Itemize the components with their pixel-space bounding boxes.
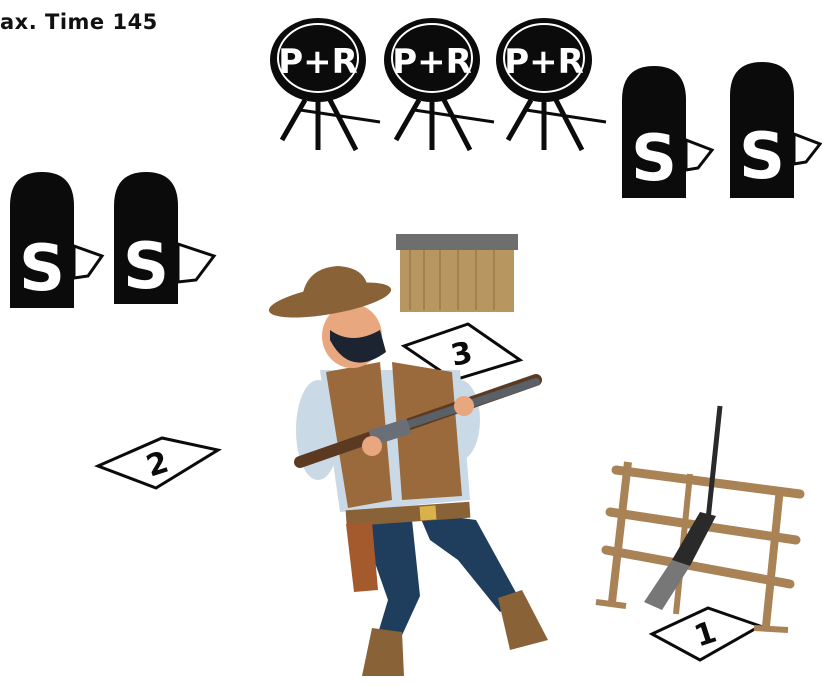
s-target-3-label: S bbox=[19, 232, 65, 306]
shooting-table bbox=[396, 234, 518, 312]
pr-target-3: P+R bbox=[496, 18, 606, 150]
pr-target-3-label: P+R bbox=[504, 42, 584, 82]
s-target-2-label: S bbox=[739, 120, 785, 194]
s-target-4-label: S bbox=[123, 230, 169, 304]
s-target-2: S bbox=[730, 62, 820, 198]
cowboy-shooter bbox=[267, 266, 548, 676]
s-target-4: S bbox=[114, 172, 214, 304]
s-target-3: S bbox=[10, 172, 102, 308]
s-target-1-label: S bbox=[631, 122, 677, 196]
pr-target-1-label: P+R bbox=[278, 42, 358, 82]
pr-target-1: P+R bbox=[270, 18, 380, 150]
pr-target-2: P+R bbox=[384, 18, 494, 150]
pr-target-2-label: P+R bbox=[392, 42, 472, 82]
position-marker-1: 1 bbox=[652, 608, 760, 660]
position-marker-2: 2 bbox=[98, 438, 218, 488]
s-target-1: S bbox=[622, 66, 712, 198]
